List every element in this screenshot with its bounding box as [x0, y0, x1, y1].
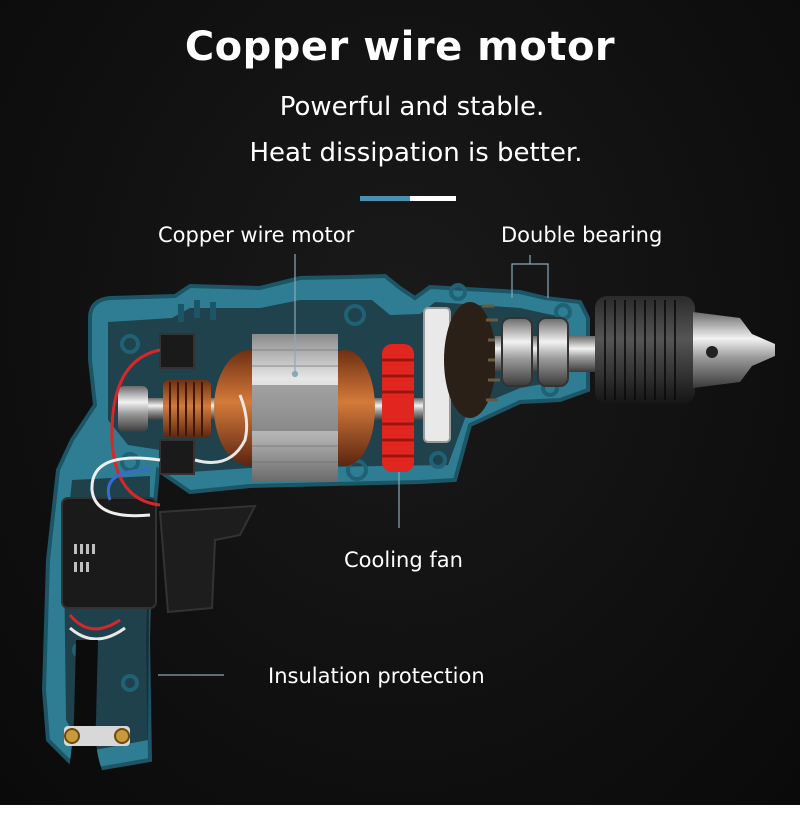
- subtitle-line-2: Heat dissipation is better.: [249, 138, 583, 168]
- cord-clamp-screw-right: [114, 728, 130, 744]
- red-wire: [110, 348, 161, 507]
- cord-clamp: [64, 726, 130, 746]
- product-banner: Copper wire motor Powerful and stable. H…: [0, 0, 800, 805]
- trigger-button: [158, 504, 257, 614]
- bearing-rear: [537, 317, 569, 387]
- page-title: Copper wire motor: [184, 24, 616, 70]
- carbon-brush-bottom: [159, 439, 195, 475]
- screw-boss-icons: [72, 283, 572, 692]
- callout-label-bearing: Double bearing: [501, 223, 663, 247]
- drill-chuck-nose: [693, 312, 775, 388]
- title-divider: [360, 196, 456, 201]
- cord-clamp-screw-left: [64, 728, 80, 744]
- power-cord: [60, 640, 130, 805]
- carbon-brush-top: [159, 333, 195, 369]
- bearing-front: [501, 317, 533, 387]
- rear-bearing: [118, 386, 148, 432]
- cooling-fan: [382, 344, 414, 472]
- callout-label-insulation: Insulation protection: [268, 664, 485, 688]
- gearbox-gear: [444, 302, 496, 418]
- divider-blue-segment: [360, 196, 410, 201]
- divider-white-segment: [410, 196, 456, 201]
- housing-vent-slots: [178, 300, 216, 322]
- chuck-key-hole: [706, 346, 718, 358]
- drill-cutaway-illustration: [41, 254, 775, 805]
- subtitle-line-1: Powerful and stable.: [279, 92, 545, 122]
- callout-label-fan: Cooling fan: [344, 548, 463, 572]
- blue-wire: [107, 468, 151, 501]
- white-wire: [90, 456, 161, 518]
- callout-label-motor: Copper wire motor: [158, 223, 355, 247]
- bottom-white-strip: [0, 805, 800, 827]
